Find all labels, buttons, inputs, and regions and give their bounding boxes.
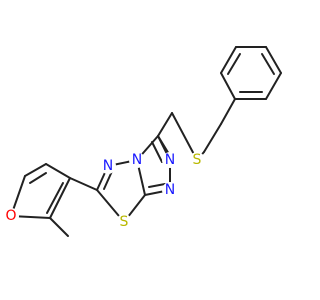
nitrogen-upper-label: N — [103, 158, 113, 174]
bond-furan-c1-c2 — [24, 163, 47, 177]
bond-ph-4 — [265, 46, 282, 74]
molecule-drawing: O N N N N S S — [3, 46, 282, 237]
oxygen-label: O — [5, 208, 16, 224]
bond-furan-c1-c2-inner — [29, 172, 47, 184]
bonds — [10, 46, 282, 237]
bond-methyl — [49, 217, 69, 237]
molecule-svg: O N N N N S S — [3, 46, 282, 237]
bond-ch2-ch2 — [203, 123, 222, 153]
bond-ph-4-inner — [261, 53, 275, 75]
bond-ch2-2 — [157, 112, 173, 137]
bond-ch2-phenyl — [220, 98, 236, 125]
bond-ch2-s — [171, 112, 198, 161]
bond-furan-c2-c3 — [45, 163, 71, 179]
bond-ph-2 — [220, 46, 237, 74]
nitrogen-right-lower-label: N — [165, 182, 175, 198]
bond-triaz-n-c-inner — [148, 183, 166, 188]
atom-nitrogen-upper: N — [100, 158, 116, 174]
bond-triaz-c-n-inner — [151, 141, 163, 163]
atom-nitrogen-bridge: N — [129, 152, 145, 168]
atom-labels: O N N N N S S — [3, 152, 205, 230]
atom-sulfur-chain: S — [189, 152, 205, 168]
bond-ph-2-inner — [227, 53, 241, 75]
atom-sulfur-ring: S — [116, 214, 132, 230]
nitrogen-bridge-label: N — [132, 152, 142, 168]
bond-furan-thiadiazole — [69, 177, 98, 191]
sulfur-chain-label: S — [193, 152, 202, 168]
bond-ph-5 — [265, 72, 282, 100]
bond-furan-c3-c4 — [49, 177, 71, 219]
sulfur-ring-label: S — [120, 214, 129, 230]
atom-nitrogen-right-lower: N — [162, 182, 178, 198]
bond-furan-c3-c4-inner — [46, 182, 64, 214]
nitrogen-right-upper-label: N — [165, 152, 175, 168]
atom-furan-oxygen: O — [3, 208, 19, 224]
atom-nitrogen-right-upper: N — [162, 152, 178, 168]
bond-ph-1 — [220, 72, 236, 100]
